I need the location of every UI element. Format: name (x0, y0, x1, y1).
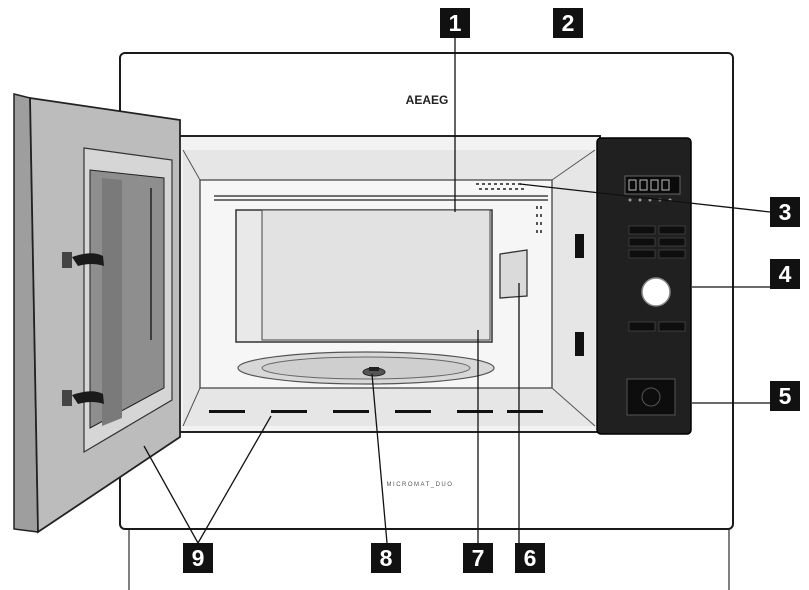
leader-lines (143, 38, 771, 544)
callout-4: 4 (770, 259, 800, 289)
door-release-button (626, 378, 676, 416)
control-buttons (628, 225, 686, 332)
door-latch-slots (575, 234, 584, 356)
vent-holes (476, 183, 542, 233)
callout-8: 8 (371, 543, 401, 573)
callout-1: 1 (440, 8, 470, 38)
callout-3: 3 (770, 197, 800, 227)
callout-7: 7 (463, 543, 493, 573)
callout-6: 6 (515, 543, 545, 573)
callout-5: 5 (770, 381, 800, 411)
door-seal (209, 410, 543, 413)
callout-2: 2 (553, 8, 583, 38)
oven-cavity (177, 135, 601, 433)
control-dial (641, 277, 671, 307)
open-door (13, 93, 181, 534)
turntable (237, 351, 495, 385)
callout-9: 9 (183, 543, 213, 573)
grill-element (214, 195, 548, 201)
waveguide-cover (499, 249, 528, 299)
turntable-drive (362, 367, 386, 377)
model-label: MICROMAT_DUO (387, 482, 454, 488)
brand-logo: AEAEG (406, 93, 449, 107)
display (624, 175, 681, 202)
